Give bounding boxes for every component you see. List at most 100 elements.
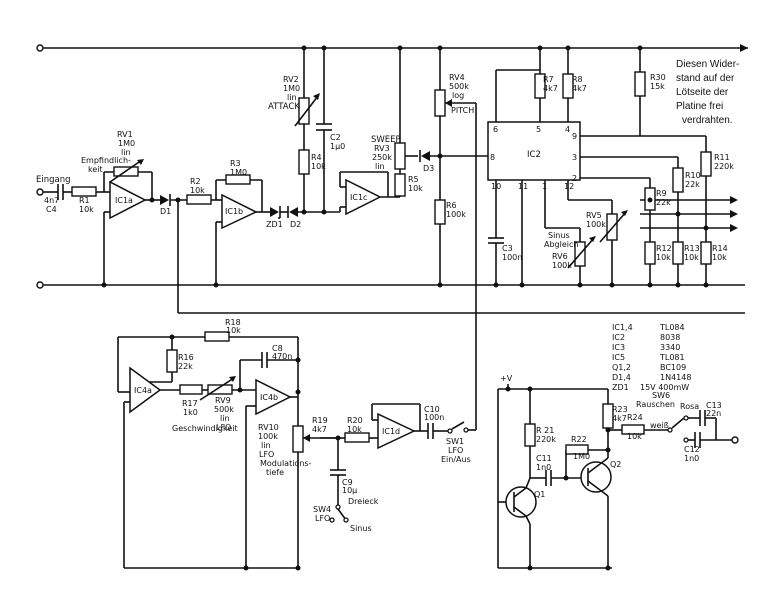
rv3-type: lin bbox=[375, 162, 385, 171]
c8-value: 470n bbox=[272, 352, 292, 361]
c10-ref: C10 bbox=[424, 405, 440, 414]
r8-ref: R8 bbox=[572, 75, 583, 84]
r20-ref: R20 bbox=[347, 416, 363, 425]
r7-value: 4k7 bbox=[543, 84, 558, 93]
r10-value: 22k bbox=[685, 180, 700, 189]
sw4-lfo: LFO bbox=[315, 514, 330, 523]
r19-ref: R19 bbox=[312, 416, 328, 425]
q1-label: Q1 bbox=[534, 490, 545, 499]
c13-value: 22n bbox=[706, 409, 721, 418]
r13-value: 10k bbox=[684, 253, 699, 262]
rv9-value: 500k bbox=[214, 405, 234, 414]
noise-section bbox=[497, 384, 739, 569]
r9-value: 22k bbox=[656, 198, 671, 207]
note-line: Diesen Wider- bbox=[676, 59, 739, 70]
labels: Diesen Wider- stand auf der Lötseite der… bbox=[36, 59, 739, 533]
ic4b-label: IC4b bbox=[260, 393, 278, 402]
parts-list-ref: ZD1 bbox=[612, 383, 629, 392]
rv3-ref: RV3 bbox=[374, 144, 390, 153]
rv9-type: lin bbox=[220, 414, 230, 423]
c2-value: 1µ0 bbox=[330, 142, 345, 151]
r23-ref: R23 bbox=[612, 405, 628, 414]
r9-ref: R9 bbox=[656, 189, 667, 198]
r4-ref: R4 bbox=[311, 153, 322, 162]
note-line: verdrahten. bbox=[682, 115, 733, 126]
ic1c-label: IC1c bbox=[350, 193, 367, 202]
rv6-ref: RV6 bbox=[552, 252, 568, 261]
rv6-name: Sinus bbox=[548, 231, 570, 240]
ic2-label: IC2 bbox=[527, 150, 541, 160]
ic1b-label: IC1b bbox=[225, 207, 243, 216]
ic2-pin: 2 bbox=[572, 174, 577, 183]
input-stage bbox=[36, 48, 488, 431]
r13-ref: R13 bbox=[684, 244, 700, 253]
rv1-value: 1M0 bbox=[118, 139, 135, 148]
r6-value: 100k bbox=[446, 210, 466, 219]
r16-value: 22k bbox=[178, 362, 193, 371]
sw4-pos2: Sinus bbox=[350, 524, 372, 533]
c4-value: 4n7 bbox=[44, 196, 59, 205]
r11-ref: R11 bbox=[714, 153, 730, 162]
r8-value: 4k7 bbox=[572, 84, 587, 93]
d3-label: D3 bbox=[423, 164, 434, 173]
rv2-ref: RV2 bbox=[283, 75, 299, 84]
r17-ref: R17 bbox=[182, 399, 198, 408]
r2-ref: R2 bbox=[190, 177, 201, 186]
r6-ref: R6 bbox=[446, 201, 457, 210]
parts-list-value: 3340 bbox=[660, 343, 680, 352]
ic2-pin: 1 bbox=[542, 182, 547, 191]
ic2-pin: 8 bbox=[490, 153, 495, 162]
r21-value: 220k bbox=[536, 435, 556, 444]
parts-list-value: BC109 bbox=[660, 363, 686, 372]
parts-list-ref: Q1,2 bbox=[612, 363, 631, 372]
sw6-name: Rauschen bbox=[636, 400, 675, 409]
r18-value: 10k bbox=[226, 326, 241, 335]
note-line: Platine frei bbox=[676, 101, 723, 112]
r2-value: 10k bbox=[190, 186, 205, 195]
rv5-ref: RV5 bbox=[586, 211, 602, 220]
rv10-ref: RV10 bbox=[258, 423, 279, 432]
junction-dots bbox=[101, 45, 709, 571]
r24-value: 10k bbox=[627, 432, 642, 441]
r7-ref: R7 bbox=[543, 75, 554, 84]
r1-value: 10k bbox=[79, 205, 94, 214]
r19-value: 4k7 bbox=[312, 425, 327, 434]
parts-list-ref: D1,4 bbox=[612, 373, 631, 382]
note-line: stand auf der bbox=[676, 73, 735, 84]
r4-value: 10k bbox=[311, 162, 326, 171]
r30-ref: R30 bbox=[650, 73, 666, 82]
r11-value: 220k bbox=[714, 162, 734, 171]
sw1-ref: SW1 bbox=[446, 437, 464, 446]
r24-ref: R24 bbox=[627, 413, 643, 422]
parts-list: IC1,4 TL084 IC2 8038 IC3 3340 IC5 TL081 … bbox=[612, 323, 691, 392]
r16-ref: R16 bbox=[178, 353, 194, 362]
parts-list-ref: IC5 bbox=[612, 353, 625, 362]
r12-ref: R12 bbox=[656, 244, 672, 253]
r21-ref: R 21 bbox=[536, 426, 554, 435]
rv6-value: 100k bbox=[552, 261, 572, 270]
rv1-type: lin bbox=[121, 148, 131, 157]
sw6-ref: SW6 bbox=[652, 391, 670, 400]
parts-list-value: TL084 bbox=[659, 323, 685, 332]
rv5-value: 100k bbox=[586, 220, 606, 229]
ic2-pin: 6 bbox=[493, 125, 498, 134]
c13-ref: C13 bbox=[706, 401, 722, 410]
rv4-type: log bbox=[452, 91, 464, 100]
rv1-ref: RV1 bbox=[117, 130, 133, 139]
input-label: Eingang bbox=[36, 175, 71, 185]
rv2-type: lin bbox=[287, 93, 297, 102]
c9-value: 10µ bbox=[342, 486, 357, 495]
ic2-pin: 9 bbox=[572, 132, 577, 141]
ic2-pin: 3 bbox=[572, 153, 577, 162]
parts-list-value: 15V 400mW bbox=[640, 383, 689, 392]
lfo-section bbox=[117, 331, 469, 569]
c2-ref: C2 bbox=[330, 133, 341, 142]
note-line: Lötseite der bbox=[676, 87, 729, 98]
rv2-value: 1M0 bbox=[283, 84, 300, 93]
c11-ref: C11 bbox=[536, 454, 552, 463]
r22-ref: R22 bbox=[571, 435, 587, 444]
d2-label: D2 bbox=[290, 220, 301, 229]
r5-ref: R5 bbox=[408, 175, 419, 184]
rv1-name: keit bbox=[88, 165, 103, 174]
rv10-lfo: LFO bbox=[259, 450, 274, 459]
